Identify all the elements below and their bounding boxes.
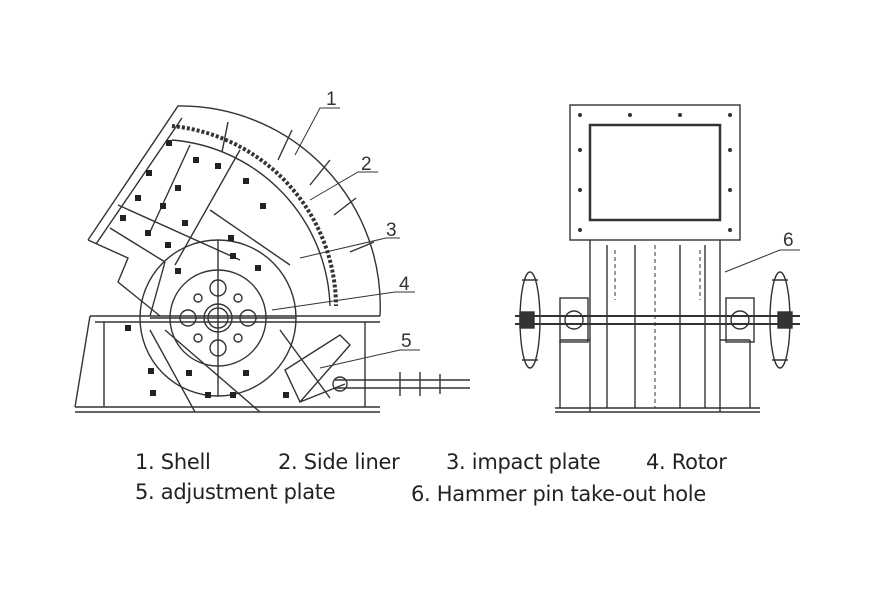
bearing-right — [725, 297, 755, 343]
pulley-right — [769, 271, 793, 369]
side-section-view: 1 2 3 4 5 — [74, 89, 470, 413]
inner-chamber — [109, 139, 331, 413]
legend-hammer-pin-hole: 6. Hammer pin take-out hole — [411, 482, 706, 506]
shell — [87, 105, 381, 317]
callout-1: 1 — [326, 89, 337, 110]
shaft — [515, 315, 800, 325]
callout-2: 2 — [361, 154, 372, 175]
feed-opening — [588, 123, 722, 222]
bearing-left — [559, 297, 589, 343]
side-liner — [171, 124, 338, 307]
callout-6: 6 — [783, 230, 794, 251]
flange-bolts — [578, 113, 732, 232]
legend-impact-plate: 3. impact plate — [446, 450, 601, 474]
rotor — [139, 239, 297, 397]
base-frame — [74, 315, 380, 413]
callout-5: 5 — [401, 331, 412, 352]
legend-adjustment-plate: 5. adjustment plate — [135, 480, 336, 504]
leader-line-6 — [724, 249, 800, 273]
legend-rotor: 4. Rotor — [646, 450, 727, 474]
front-view: 6 — [515, 104, 800, 413]
leader-lines — [271, 107, 420, 369]
pulley-left — [519, 271, 541, 369]
crusher-body — [555, 240, 760, 413]
feed-inlet-flange — [569, 104, 741, 241]
rod-pivot — [332, 376, 348, 392]
center-lines — [614, 245, 701, 408]
legend-side-liner: 2. Side liner — [278, 450, 400, 474]
callout-4: 4 — [399, 274, 410, 295]
liner-bolts — [120, 140, 289, 398]
legend-shell: 1. Shell — [135, 450, 211, 474]
callout-3: 3 — [386, 220, 397, 241]
adjustment-plate — [284, 334, 351, 404]
adjustment-rod — [335, 372, 470, 396]
shell-segments — [221, 121, 375, 253]
